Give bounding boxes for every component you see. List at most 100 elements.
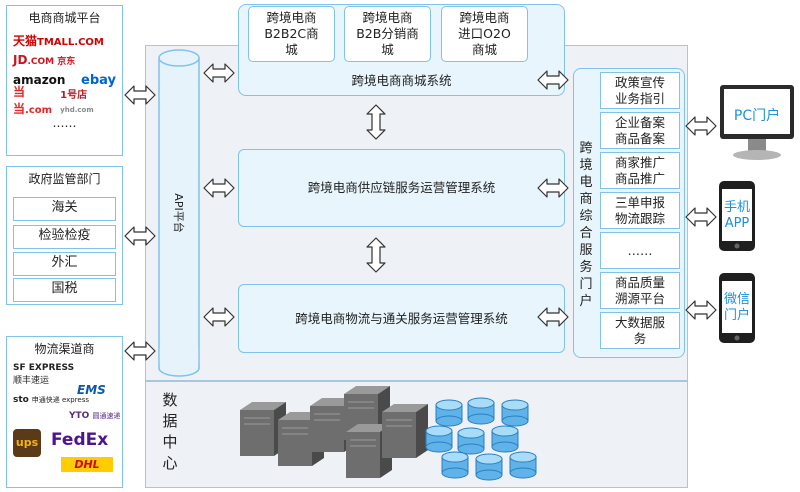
arrow-api-logistics bbox=[203, 307, 235, 327]
jd-logo: JD.COM 京东 bbox=[13, 53, 76, 67]
logistics-system-label: 跨境电商物流与通关服务运营管理系统 bbox=[295, 310, 508, 326]
portal-item-promotion: 商家推广商品推广 bbox=[600, 152, 680, 189]
pc-monitor-icon bbox=[720, 85, 794, 160]
portal-item-more: …… bbox=[600, 232, 680, 269]
database-unit bbox=[491, 425, 519, 453]
database-unit bbox=[501, 399, 529, 427]
database-unit-top bbox=[509, 451, 537, 463]
database-unit bbox=[441, 451, 469, 479]
mobile-phone-button bbox=[734, 243, 740, 249]
government-panel: 政府监管部门 海关 检验检疫 外汇 国税 bbox=[6, 166, 123, 305]
arrow-logistics bbox=[124, 341, 156, 361]
mall-system-label: 跨境电商商城系统 bbox=[351, 73, 452, 88]
server-unit-top bbox=[240, 402, 286, 410]
ems-logo: EMS bbox=[77, 383, 106, 397]
database-unit-bottom bbox=[501, 415, 529, 427]
server-unit bbox=[382, 404, 428, 458]
sto-logo: sto 申通快递 express bbox=[13, 395, 90, 405]
portal-item-traceability: 商品质量溯源平台 bbox=[600, 272, 680, 309]
portal-item-declaration: 三单申报物流跟踪 bbox=[600, 192, 680, 229]
portal-item-registration: 企业备案商品备案 bbox=[600, 112, 680, 149]
api-cylinder-top bbox=[158, 49, 200, 67]
pc-monitor-neck bbox=[748, 139, 766, 151]
database-unit bbox=[509, 451, 537, 479]
database-unit-bottom bbox=[457, 443, 485, 455]
arrow-portal-mobile bbox=[685, 207, 717, 227]
data-center-label: 数据中心 bbox=[162, 391, 178, 472]
ecommerce-title: 电商商城平台 bbox=[28, 11, 101, 25]
arrow-portal-wechat bbox=[685, 300, 717, 320]
database-unit-top bbox=[457, 427, 485, 439]
arrow-mall-portal bbox=[537, 70, 569, 90]
ecommerce-logo-list: 天猫TMALL.COM JD.COM 京东 amazon ebay 当当.com… bbox=[7, 26, 122, 131]
wechat-portal-label: 微信门户 bbox=[723, 292, 750, 323]
server-unit-top bbox=[344, 386, 390, 394]
database-unit-top bbox=[475, 453, 503, 465]
server-unit-top bbox=[382, 404, 428, 412]
wechat-phone-button bbox=[734, 335, 740, 341]
database-unit bbox=[425, 425, 453, 453]
server-unit-top bbox=[346, 424, 392, 432]
arrow-api-mall bbox=[203, 63, 235, 83]
api-cylinder-body bbox=[158, 57, 200, 369]
database-unit bbox=[467, 397, 495, 425]
api-cylinder-cover bbox=[159, 348, 199, 368]
wechat-phone-icon bbox=[719, 273, 755, 343]
yto-logo: YTO 圆通速递 bbox=[69, 411, 121, 421]
arrow-ecommerce bbox=[124, 85, 156, 105]
pc-monitor-screen bbox=[724, 89, 790, 134]
database-unit-bottom bbox=[509, 467, 537, 479]
database-unit-top bbox=[491, 425, 519, 437]
portal-item-policy: 政策宣传业务指引 bbox=[600, 72, 680, 109]
gov-item-forex: 外汇 bbox=[13, 252, 116, 276]
government-title: 政府监管部门 bbox=[28, 172, 101, 186]
data-center-divider bbox=[145, 380, 688, 382]
servers bbox=[240, 386, 428, 478]
server-unit-side bbox=[416, 404, 428, 458]
ecommerce-panel: 电商商城平台 天猫TMALL.COM JD.COM 京东 amazon ebay… bbox=[6, 5, 123, 156]
portal-item-bigdata: 大数据服务 bbox=[600, 312, 680, 349]
dangdang-logo: 当当.com bbox=[13, 85, 53, 116]
database-unit bbox=[435, 399, 463, 427]
arrow-logistics-portal bbox=[537, 307, 569, 327]
pc-portal-label: PC门户 bbox=[733, 108, 781, 124]
supply-chain-label: 跨境电商供应链服务运营管理系统 bbox=[307, 180, 496, 195]
arrow-supply-logistics bbox=[366, 237, 386, 273]
database-unit-top bbox=[467, 397, 495, 409]
arrow-mall-supply bbox=[366, 104, 386, 140]
pc-monitor-base bbox=[733, 150, 781, 160]
database-unit-top bbox=[501, 399, 529, 411]
database-unit-bottom bbox=[425, 441, 453, 453]
mobile-phone-screen bbox=[722, 189, 752, 241]
ebay-logo: ebay bbox=[81, 72, 116, 88]
gov-item-inspection: 检验检疫 bbox=[13, 225, 116, 249]
database-unit bbox=[457, 427, 485, 455]
database-unit-bottom bbox=[491, 441, 519, 453]
arrow-supply-portal bbox=[537, 178, 569, 198]
logistics-system-box: 跨境电商物流与通关服务运营管理系统 bbox=[238, 284, 565, 353]
yhd-logo: 1号店yhd.com bbox=[60, 89, 94, 114]
arrow-portal-pc bbox=[685, 116, 717, 136]
gov-item-tax: 国税 bbox=[13, 278, 116, 302]
database-unit-top bbox=[425, 425, 453, 437]
amazon-logo: amazon bbox=[13, 73, 66, 87]
arrow-government bbox=[124, 226, 156, 246]
mobile-phone-icon bbox=[719, 181, 755, 251]
database-unit-bottom bbox=[475, 469, 503, 481]
tmall-logo: 天猫TMALL.COM bbox=[13, 33, 104, 48]
supply-chain-box: 跨境电商供应链服务运营管理系统 bbox=[238, 149, 565, 227]
logistics-title: 物流渠道商 bbox=[34, 342, 95, 356]
dhl-logo: DHL bbox=[61, 457, 113, 472]
server-cluster-icon bbox=[240, 386, 537, 481]
gov-item-customs: 海关 bbox=[13, 197, 116, 221]
fedex-logo: FedEx bbox=[51, 430, 109, 450]
database-unit-bottom bbox=[435, 415, 463, 427]
database-unit bbox=[475, 453, 503, 481]
server-unit bbox=[240, 402, 286, 456]
